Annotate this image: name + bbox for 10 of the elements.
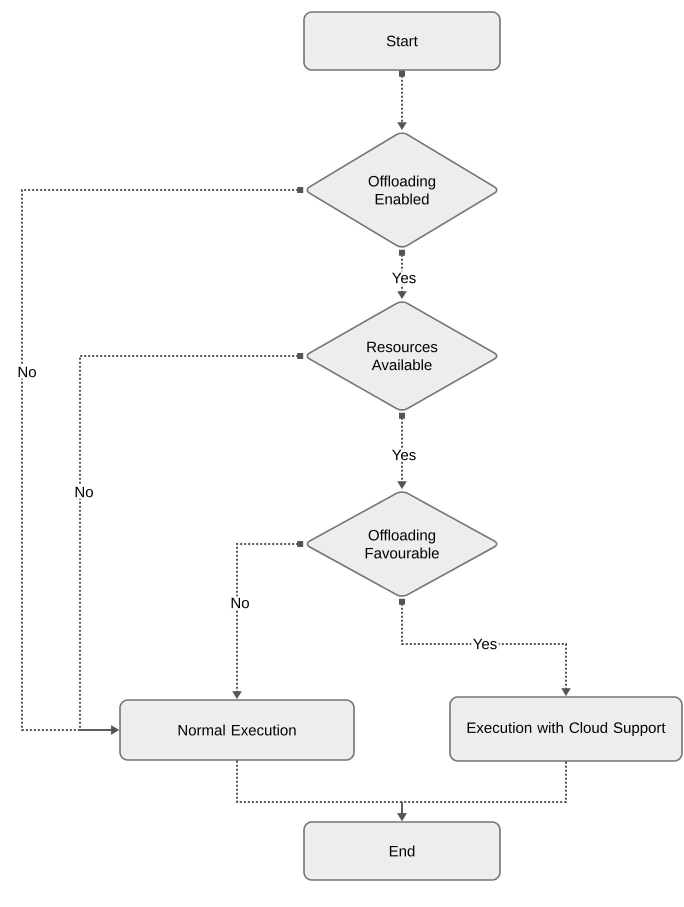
edge-label: Yes — [390, 448, 418, 462]
edge-label: No — [228, 596, 252, 610]
edge-label: Yes — [471, 637, 499, 651]
process-box: End — [303, 821, 501, 881]
edge-label: Yes — [390, 271, 418, 285]
process-box: Start — [303, 11, 501, 71]
edge-label: No — [72, 485, 96, 499]
edge-label: No — [16, 365, 38, 379]
process-box: Normal Execution — [119, 699, 355, 761]
process-box: Execution with Cloud Support — [449, 696, 683, 762]
